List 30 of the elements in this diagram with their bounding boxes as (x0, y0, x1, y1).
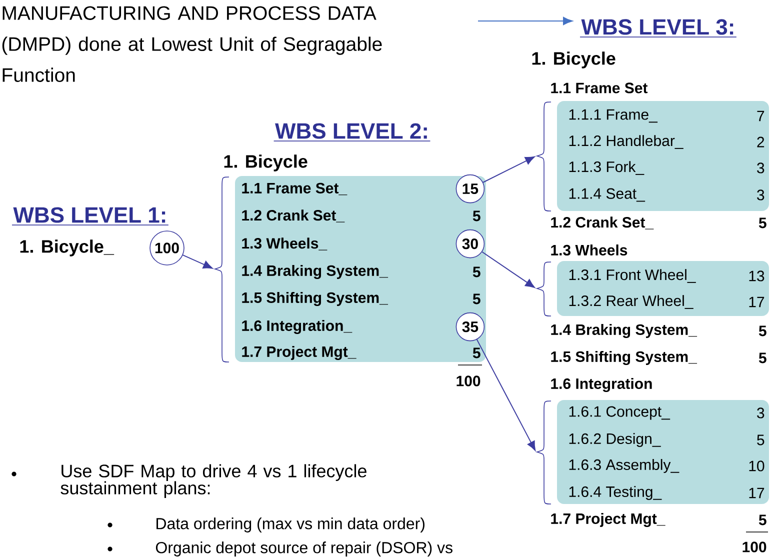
item-value: 5 (758, 352, 766, 364)
bracketed-list-box: 1.6.1 Concept_ 3 1.6.2 Design_ 5 1.6.3 Assembly_ 10 1.6.4 Testing_ 17 (536, 400, 769, 504)
bracketed-list-box: 1.1.1 Frame_ 7 1.1.2 Handlebar_ 2 1.1.3 Fork_ 3 1.1.4 Seat_ 3 (536, 101, 769, 212)
heading: WBS LEVEL 2: (274, 123, 430, 142)
circled-value: 30 (456, 229, 485, 258)
item-label: 1.5 Shifting System_ (551, 350, 698, 366)
circled-value: 100 (150, 230, 184, 266)
arrow (478, 16, 573, 26)
item-label: 1.3 Wheels (551, 244, 628, 256)
bullet-text: Use SDF Map to drive 4 vs 1 lifecycle sustainment plans: (60, 464, 366, 498)
heading: WBS LEVEL 1: (12, 207, 168, 226)
total-value: 100 (456, 376, 480, 386)
arrow (182, 254, 213, 269)
title: MANUFACTURING AND PROCESS DATA (DMPD) done at Lowest Unit of Segragable Function (2, 6, 382, 82)
item-label: 1. Bicycle (224, 154, 308, 172)
bullet-text: Data ordering (max vs min data order) (156, 518, 424, 532)
item-label: 1.2 Crank Set_ (551, 216, 654, 230)
arrow (482, 156, 535, 183)
bracketed-list-box: 1.3.1 Front Wheel_ 13 1.3.2 Rear Wheel_ 17 (536, 261, 769, 316)
item-label: 1. Bicycle (532, 52, 616, 68)
heading: WBS LEVEL 3: (580, 19, 736, 38)
arrow (476, 339, 536, 451)
item-value: 5 (758, 218, 766, 228)
bullet-text: Organic depot source of repair (DSOR) vs (156, 542, 452, 556)
arrow (482, 251, 535, 288)
circled-value: 35 (456, 312, 485, 342)
total-value: 100 (742, 542, 766, 552)
item-label: 1.1 Frame Set (551, 82, 648, 94)
circled-value: 15 (456, 174, 485, 204)
item-label: 1. Bicycle_ (20, 240, 114, 256)
